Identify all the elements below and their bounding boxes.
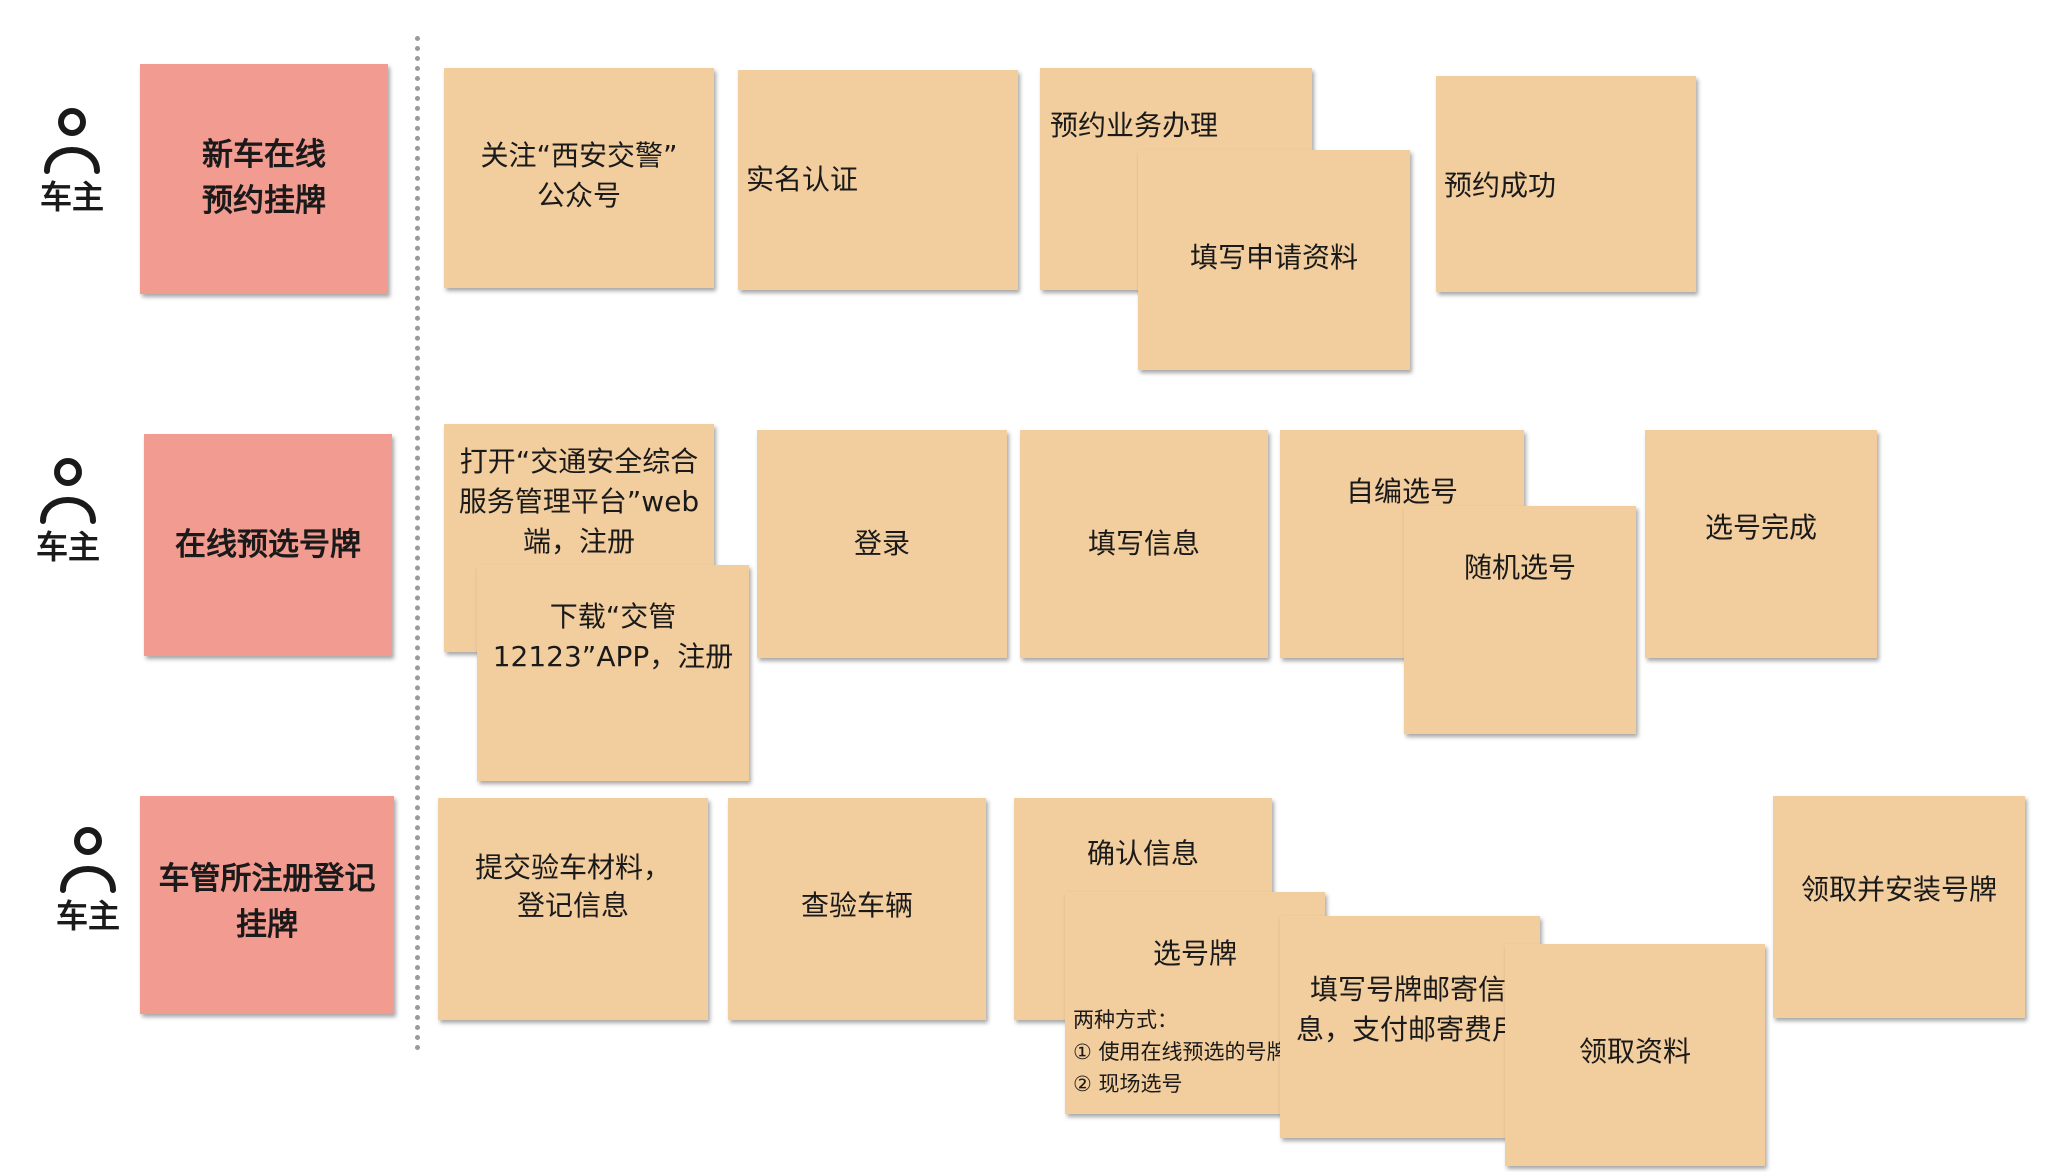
step-card: 登录 <box>757 430 1007 658</box>
step-card: 实名认证 <box>738 70 1018 290</box>
step-text: 填写申请资料 <box>1189 241 1358 274</box>
category-line: 车管所注册登记 <box>158 861 376 897</box>
person-icon <box>40 458 96 524</box>
step-text: 实名认证 <box>746 163 859 196</box>
step-text: 填写号牌邮寄信 <box>1310 973 1507 1006</box>
step-text: 端，注册 <box>522 525 635 558</box>
step-card: 关注“西安交警” 公众号 <box>444 68 714 288</box>
step-text: 领取资料 <box>1578 1035 1691 1068</box>
step-text: 息，支付邮寄费用 <box>1296 1013 1521 1046</box>
step-text: 提交验车材料， <box>474 851 671 884</box>
plate-note-text: ② 现场选号 <box>1073 1072 1183 1096</box>
step-text: 预约业务办理 <box>1050 109 1219 142</box>
actor-row2: 车主 <box>18 455 118 567</box>
step-card: 填写信息 <box>1020 430 1268 658</box>
step-text: 自编选号 <box>1346 475 1459 508</box>
step-text: 确认信息 <box>1086 837 1199 870</box>
step-text: 登录 <box>853 527 910 560</box>
step-card: 领取资料 <box>1505 944 1765 1166</box>
step-card: 领取并安装号牌 <box>1773 796 2025 1018</box>
swimlane-divider <box>415 36 420 1051</box>
step-text: 随机选号 <box>1463 551 1576 584</box>
category-card: 在线预选号牌 <box>144 434 392 656</box>
category-card: 新车在线 预约挂牌 <box>140 64 388 294</box>
step-card: 随机选号 <box>1404 506 1636 734</box>
step-card: 提交验车材料， 登记信息 <box>438 798 708 1020</box>
actor-label: 车主 <box>35 528 100 566</box>
step-text: 查验车辆 <box>800 889 913 922</box>
step-text: 领取并安装号牌 <box>1800 873 1997 906</box>
step-card: 填写申请资料 <box>1138 150 1410 370</box>
step-card: 填写号牌邮寄信 息，支付邮寄费用 <box>1280 916 1540 1138</box>
step-text: 下载“交管 <box>549 600 677 633</box>
step-card: 预约成功 <box>1436 76 1696 292</box>
plate-note-text: 两种方式： <box>1073 1008 1178 1032</box>
person-icon <box>60 827 116 893</box>
plate-note-text: ① 使用在线预选的号牌 <box>1073 1040 1288 1064</box>
step-text: 服务管理平台”web <box>458 485 700 518</box>
step-text: 预约成功 <box>1444 169 1557 202</box>
category-line: 在线预选号牌 <box>175 527 361 563</box>
actor-label: 车主 <box>39 178 104 216</box>
step-card: 查验车辆 <box>728 798 986 1020</box>
step-text: 关注“西安交警” <box>480 139 678 172</box>
category-card: 车管所注册登记 挂牌 <box>140 796 394 1014</box>
step-card: 选号完成 <box>1645 430 1877 658</box>
person-icon <box>44 108 100 174</box>
step-card: 下载“交管 12123”APP，注册 <box>477 565 749 781</box>
actor-row1: 车主 <box>22 105 122 217</box>
actor-label: 车主 <box>55 897 120 935</box>
step-text: 填写信息 <box>1087 527 1200 560</box>
step-text: 登记信息 <box>516 889 629 922</box>
step-text: 公众号 <box>536 179 621 212</box>
step-text: 12123”APP，注册 <box>492 640 734 673</box>
step-text: 选号完成 <box>1704 511 1817 544</box>
category-line: 预约挂牌 <box>202 183 326 219</box>
category-line: 新车在线 <box>202 137 326 173</box>
step-text: 打开“交通安全综合 <box>459 445 699 478</box>
category-line: 挂牌 <box>236 907 298 943</box>
step-text: 选号牌 <box>1152 937 1237 970</box>
actor-row3: 车主 <box>38 824 138 936</box>
